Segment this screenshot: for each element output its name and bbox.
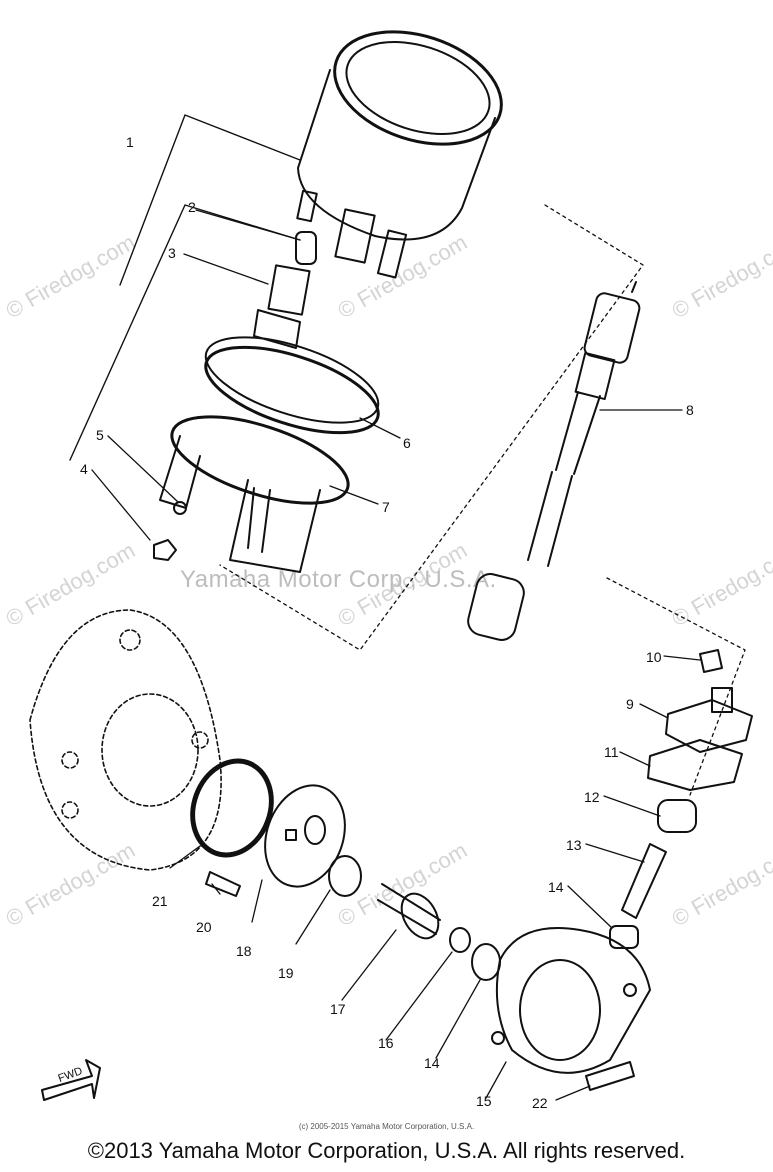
fwd-arrow-icon xyxy=(41,1059,101,1101)
callout-9: 9 xyxy=(626,696,634,712)
callout-20: 20 xyxy=(196,919,212,935)
watermark-yamaha: Yamaha Motor Corp., U.S.A. xyxy=(180,566,497,593)
callout-17: 17 xyxy=(330,1001,346,1017)
callout-16: 16 xyxy=(378,1035,394,1051)
callout-8: 8 xyxy=(686,402,694,418)
callout-14: 14 xyxy=(548,879,564,895)
bushing-14 xyxy=(609,925,639,949)
copyright-notice: ©2013 Yamaha Motor Corporation, U.S.A. A… xyxy=(87,1138,686,1163)
drive-plate-18 xyxy=(264,784,346,888)
speedometer-assembly xyxy=(296,30,503,279)
callout-1: 1 xyxy=(126,134,134,150)
bulb-socket xyxy=(253,231,317,349)
callout-14b: 14 xyxy=(424,1055,440,1071)
callout-10: 10 xyxy=(646,649,662,665)
callout-7: 7 xyxy=(382,499,390,515)
bushing-12 xyxy=(657,799,697,833)
gear-housing-15 xyxy=(491,927,651,1074)
bolt-22 xyxy=(585,1061,635,1091)
gear-housing-cover xyxy=(29,609,222,871)
nut-4 xyxy=(153,539,177,561)
callout-19: 19 xyxy=(278,965,294,981)
callout-22: 22 xyxy=(532,1095,548,1111)
callout-4: 4 xyxy=(80,461,88,477)
bolt-10 xyxy=(699,649,723,673)
callout-5: 5 xyxy=(96,427,104,443)
washer-19 xyxy=(328,855,362,897)
cable-mount-plate-9 xyxy=(665,687,753,753)
callout-18: 18 xyxy=(236,943,252,959)
callout-15: 15 xyxy=(476,1093,492,1109)
callout-6: 6 xyxy=(403,435,411,451)
callout-11: 11 xyxy=(604,744,619,760)
o-ring-21 xyxy=(190,758,274,858)
speedometer-cable-8 xyxy=(467,281,641,641)
callout-21: 21 xyxy=(152,893,168,909)
washer-5 xyxy=(173,501,187,515)
fine-print: (c) 2005-2015 Yamaha Motor Corporation, … xyxy=(298,1122,475,1131)
gasket-11 xyxy=(647,739,743,791)
bolt-20 xyxy=(205,871,241,897)
callout-2: 2 xyxy=(188,199,196,215)
driven-gear-13 xyxy=(621,843,667,919)
gasket-ring-6 xyxy=(204,336,380,435)
callout-12: 12 xyxy=(584,789,600,805)
washer-16 xyxy=(449,927,471,953)
callout-13: 13 xyxy=(566,837,582,853)
drive-gear-17 xyxy=(377,883,441,940)
mounting-bracket-7 xyxy=(159,415,350,573)
bushing-14b xyxy=(471,943,501,981)
callout-3: 3 xyxy=(168,245,176,261)
